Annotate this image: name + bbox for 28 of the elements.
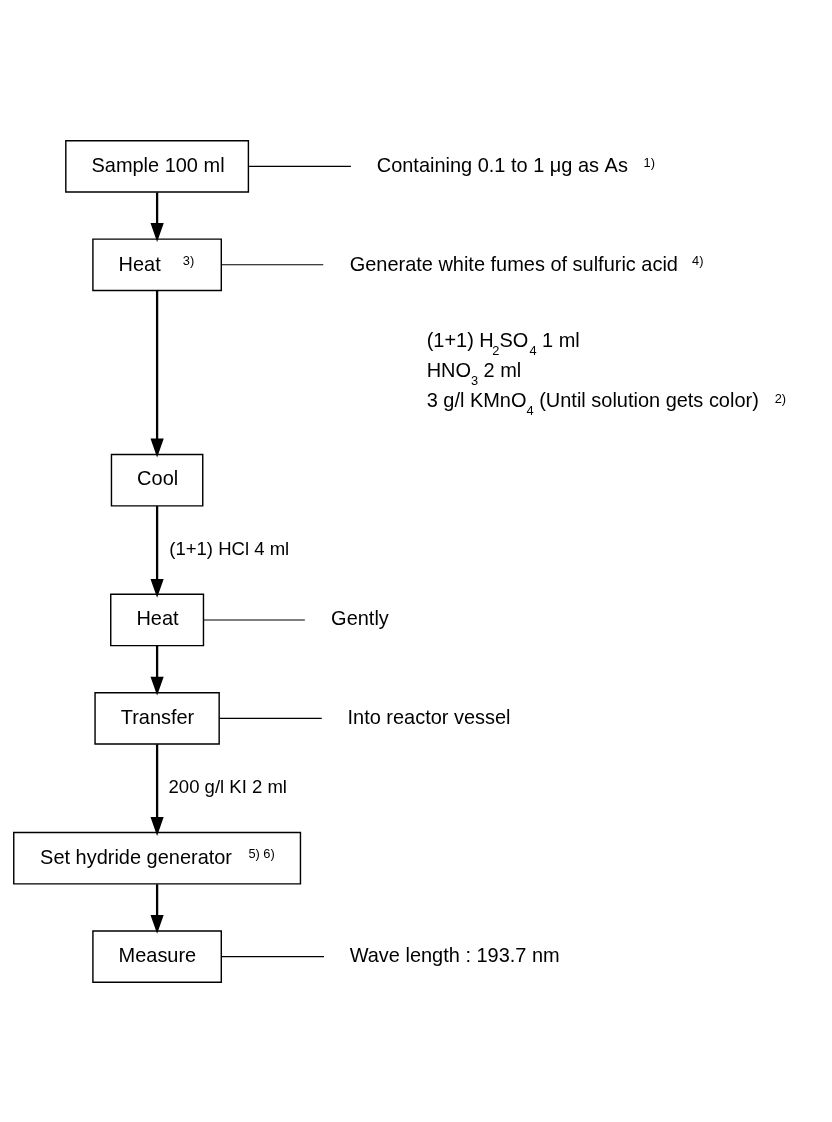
node-text: Wave length : 193.7 nm [349,943,560,966]
connector [203,618,306,621]
node-text: Gently [331,606,389,629]
connector [221,955,325,957]
node-box: Measure [92,929,222,983]
connector [220,263,324,265]
arrow [150,743,164,836]
node-text: Into reactor vessel [347,705,511,728]
connector [248,165,352,167]
node-box: Sample 100 ml [65,139,250,193]
node-text: Containing 0.1 to 1 μg as As 1) [376,153,655,176]
arrow [150,645,164,696]
node-text: Generate white fumes of sulfuric acid 4) [349,252,704,275]
arrow [150,883,164,934]
arrow [150,505,164,598]
edge-label: (1+1) HCl 4 ml [169,537,290,559]
connector [218,717,323,719]
node-box: Heat 3) [92,237,222,291]
node-box: Set hydride generator 5) 6) [13,831,302,885]
edge-label: 200 g/l KI 2 ml [168,775,287,797]
node-box: Transfer [94,691,220,745]
label: (1+1) H$_{2}$SO$_{4}$ 1 ml [426,328,580,358]
arrow [150,290,164,457]
label: HNO$_{3}$ 2 ml [426,358,522,388]
node-box: Heat [110,593,205,646]
label: 3 g/l KMnO$_{4}$ (Until solution gets color) 2) [426,388,787,418]
arrow [150,191,164,242]
node-box: Cool [110,453,204,507]
